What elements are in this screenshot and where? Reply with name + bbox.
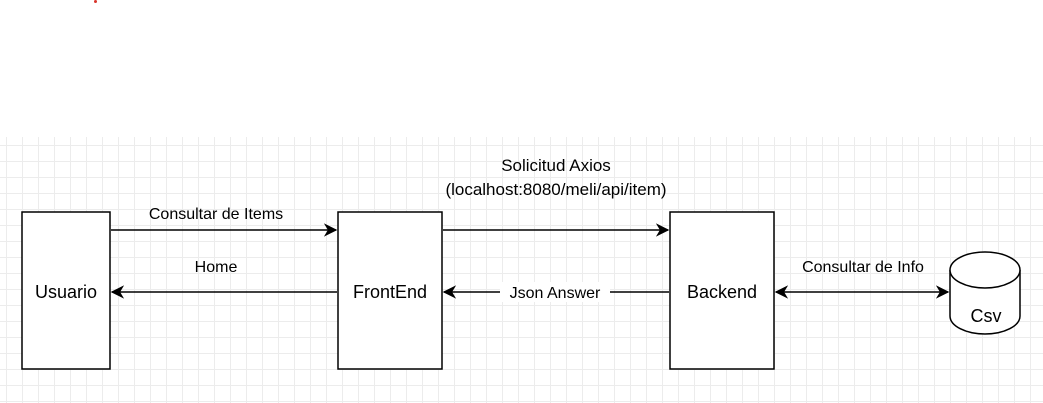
usuario-label: Usuario: [35, 282, 97, 302]
consultar-info-label: Consultar de Info: [802, 259, 924, 276]
solicitud-label-line1: Solicitud Axios: [501, 156, 611, 175]
consultar-items-label: Consultar de Items: [149, 206, 283, 223]
frontend-label: FrontEnd: [353, 282, 427, 302]
frontend-node[interactable]: FrontEnd: [337, 211, 443, 370]
edge-consultar-items[interactable]: Consultar de Items: [111, 206, 338, 237]
backend-label: Backend: [687, 282, 757, 302]
red-marker-dot: [94, 0, 97, 3]
grid-background: [0, 137, 1043, 403]
solicitud-label-line2: (localhost:8080/meli/api/item): [445, 180, 666, 199]
usuario-node[interactable]: Usuario: [21, 211, 111, 370]
json-answer-label: Json Answer: [510, 285, 601, 302]
csv-node[interactable]: Csv: [949, 251, 1021, 335]
edge-consultar-info[interactable]: Consultar de Info: [774, 259, 950, 299]
csv-label: Csv: [971, 306, 1002, 326]
edge-home[interactable]: Home: [110, 259, 337, 299]
backend-node[interactable]: Backend: [669, 211, 775, 370]
edge-json-answer[interactable]: Json Answer: [442, 282, 669, 302]
home-label: Home: [195, 259, 238, 276]
edge-solicitud-axios[interactable]: Solicitud Axios (localhost:8080/meli/api…: [443, 156, 670, 237]
